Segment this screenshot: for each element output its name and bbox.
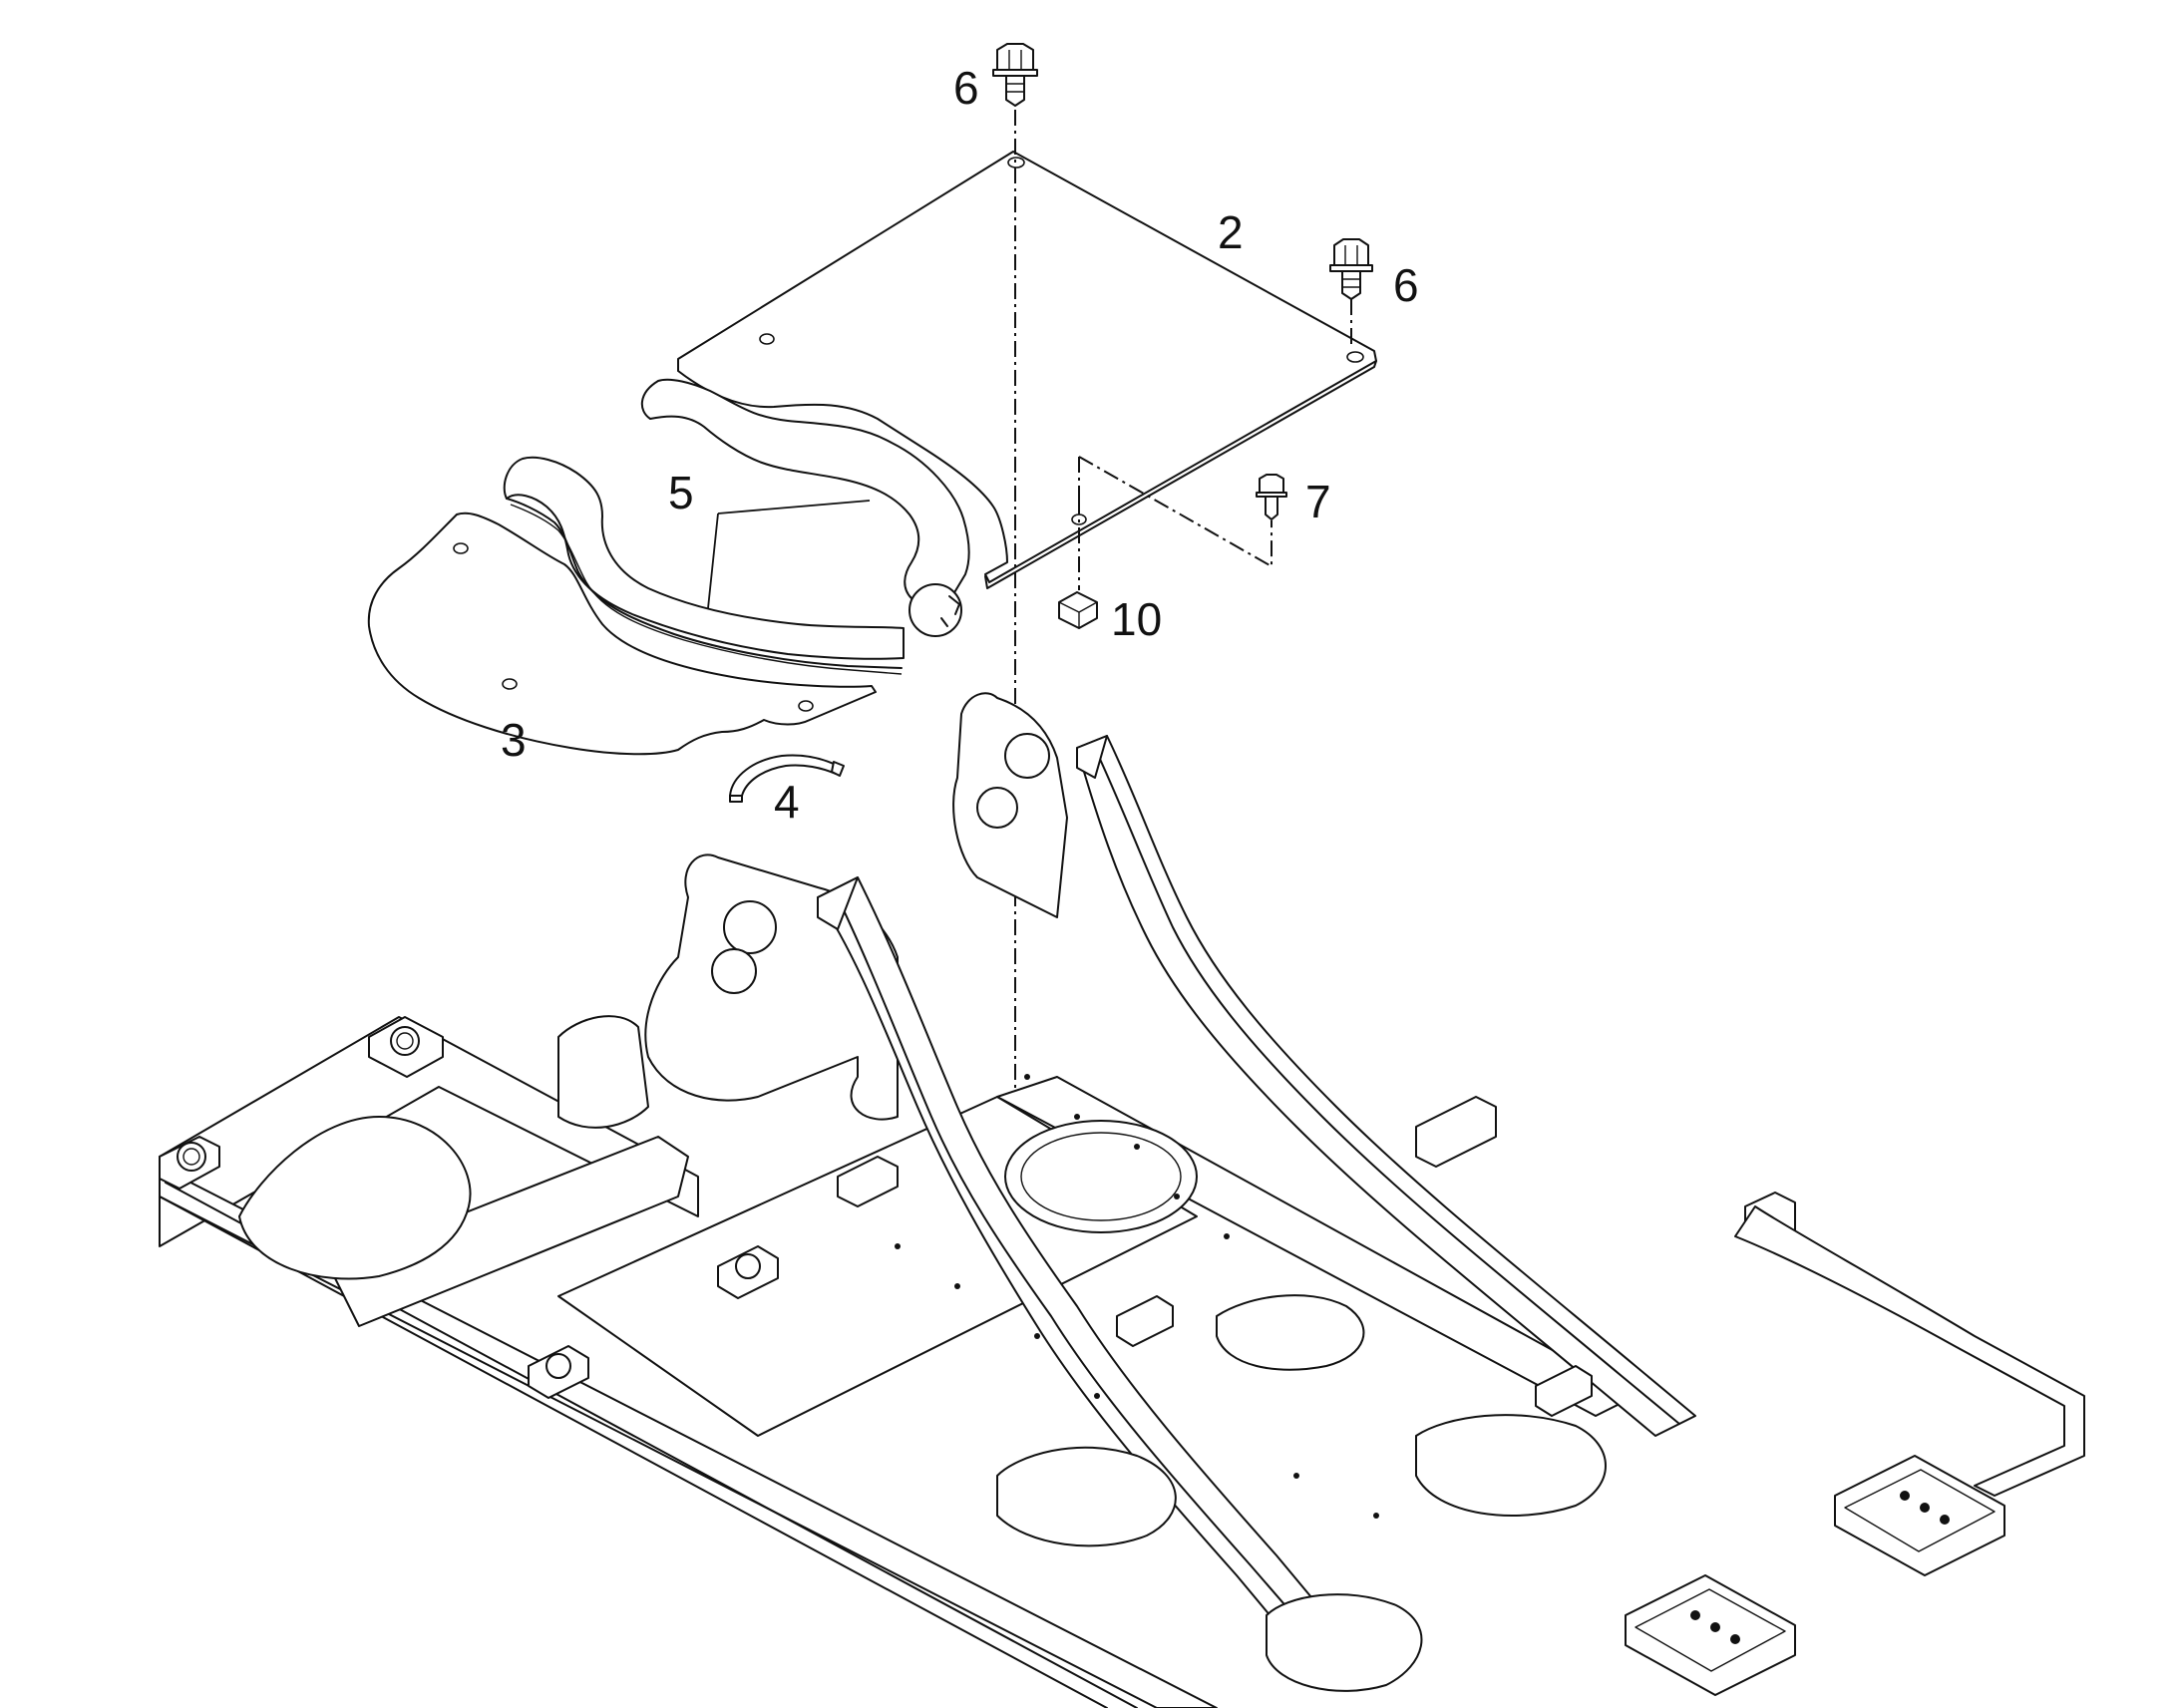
bolt-7	[1256, 474, 1287, 520]
hose-5-upper	[640, 378, 970, 637]
hose-5-lower	[503, 456, 905, 675]
callout-3: 3	[501, 714, 527, 766]
main-frame	[159, 692, 2085, 1708]
callout-2: 2	[1218, 206, 1244, 258]
clamp-4	[729, 754, 845, 803]
callout-6-right: 6	[1393, 259, 1419, 311]
bolt-6-right	[1329, 238, 1373, 300]
callout-10: 10	[1111, 593, 1162, 645]
nut-10	[1058, 591, 1098, 629]
callout-6-top: 6	[953, 62, 979, 114]
bolt-6-top	[992, 43, 1038, 107]
callout-4: 4	[774, 776, 800, 828]
callout-7: 7	[1305, 476, 1331, 527]
leader-5-a	[717, 500, 871, 514]
callout-5: 5	[668, 467, 694, 518]
leader-5-b	[707, 512, 719, 609]
side-plate-3	[367, 512, 877, 756]
center-line	[1014, 110, 1352, 1107]
